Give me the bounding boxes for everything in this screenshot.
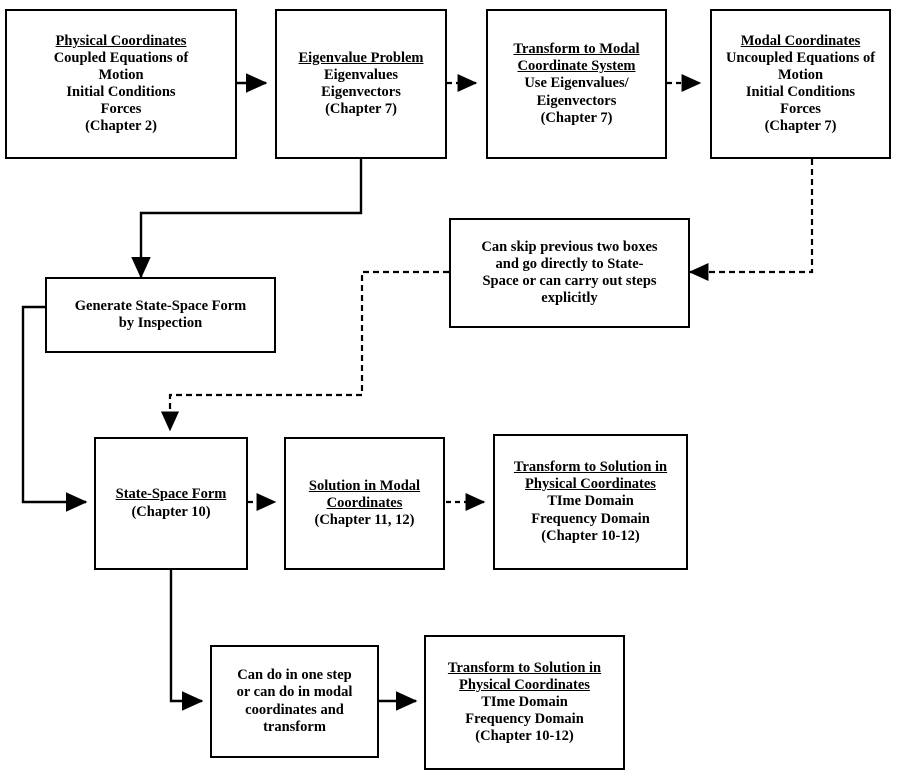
can-skip-previous-two-boxes-note[interactable]: Can skip previous two boxes and go direc…: [449, 218, 690, 328]
can-do-in-one-step-note[interactable]: Can do in one step or can do in modal co…: [210, 645, 379, 758]
node-line: Physical Coordinates: [55, 32, 187, 49]
node-line: transform: [263, 718, 326, 735]
node-line: Uncoupled Equations of: [725, 49, 876, 66]
node-line: Motion: [777, 66, 824, 83]
node-line: Transform to Solution in: [447, 659, 602, 676]
node-line: explicitly: [541, 290, 598, 307]
node-line: Modal Coordinates: [740, 32, 861, 49]
node-line: Can skip previous two boxes: [481, 238, 658, 255]
node-line: (Chapter 10): [131, 503, 211, 520]
node-line: (Chapter 7): [540, 109, 613, 126]
eigenvalue-problem-box[interactable]: Eigenvalue Problem Eigenvalues Eigenvect…: [275, 9, 447, 159]
node-line: Transform to Modal: [513, 41, 640, 58]
node-line: Frequency Domain: [465, 711, 584, 728]
node-line: Eigenvalue Problem: [298, 49, 424, 66]
node-line: (Chapter 2): [85, 118, 157, 135]
node-line: Coordinate System: [517, 58, 636, 75]
edge-eigenvalue-to-generate-state-space: [131, 159, 363, 279]
node-line: Can do in one step: [237, 667, 352, 684]
node-line: Physical Coordinates: [459, 676, 590, 693]
node-line: (Chapter 11, 12): [314, 512, 415, 529]
node-line: Initial Conditions: [66, 84, 176, 100]
node-line: Eigenvalues: [323, 66, 399, 83]
physical-coordinates-box[interactable]: Physical Coordinates Coupled Equations o…: [5, 9, 237, 159]
node-line: (Chapter 10-12): [475, 728, 574, 745]
node-line: Use Eigenvalues/: [524, 75, 629, 92]
node-line: TIme Domain: [547, 493, 634, 510]
node-line: by Inspection: [118, 315, 203, 331]
node-line: State-Space Form: [115, 486, 227, 503]
node-line: Solution in Modal: [308, 477, 421, 494]
transform-to-modal-coordinate-system-box[interactable]: Transform to Modal Coordinate System Use…: [486, 9, 667, 159]
edge-state-space-to-can-do-one-step: [169, 570, 204, 711]
node-line: (Chapter 7): [325, 101, 397, 118]
node-line: (Chapter 7): [764, 118, 837, 135]
node-line: and go directly to State-: [495, 255, 644, 272]
node-line: Coordinates: [326, 494, 403, 511]
node-line: Eigenvectors: [321, 84, 401, 100]
node-line: Transform to Solution in: [513, 459, 668, 476]
node-line: or can do in modal: [236, 684, 353, 701]
edge-modal-coordinates-to-can-skip: [688, 159, 814, 282]
node-line: Forces: [100, 101, 142, 118]
node-line: Eigenvectors: [536, 92, 617, 109]
node-line: Coupled Equations of: [53, 49, 189, 66]
node-line: Physical Coordinates: [525, 476, 656, 493]
node-line: Forces: [780, 101, 821, 118]
solution-in-modal-coordinates-box[interactable]: Solution in Modal Coordinates (Chapter 1…: [284, 437, 445, 570]
node-line: Generate State-Space Form: [74, 297, 247, 314]
node-line: TIme Domain: [481, 693, 568, 710]
node-line: Frequency Domain: [531, 510, 650, 527]
node-line: (Chapter 10-12): [541, 527, 640, 544]
node-line: Initial Conditions: [745, 84, 856, 100]
node-line: coordinates and: [245, 701, 344, 718]
generate-state-space-form-by-inspection-box[interactable]: Generate State-Space Form by Inspection: [45, 277, 276, 353]
node-line: Space or can carry out steps: [482, 273, 657, 289]
transform-to-solution-in-physical-coordinates-box-upper[interactable]: Transform to Solution in Physical Coordi…: [493, 434, 688, 570]
node-line: Motion: [98, 66, 144, 83]
state-space-form-box[interactable]: State-Space Form (Chapter 10): [94, 437, 248, 570]
modal-coordinates-box[interactable]: Modal Coordinates Uncoupled Equations of…: [710, 9, 891, 159]
transform-to-solution-in-physical-coordinates-box-lower[interactable]: Transform to Solution in Physical Coordi…: [424, 635, 625, 770]
